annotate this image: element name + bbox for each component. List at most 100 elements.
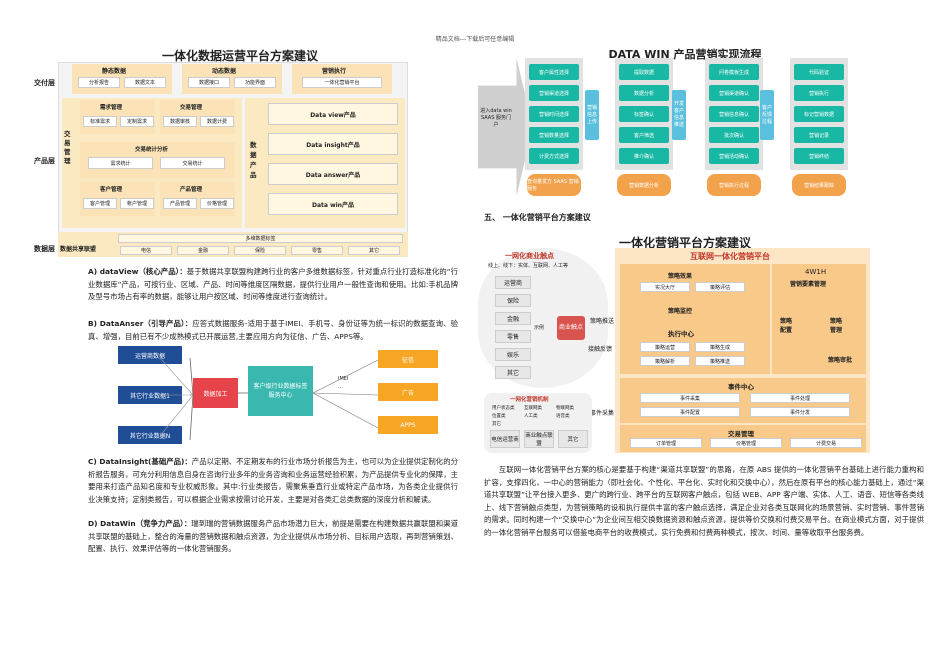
win-step: 营销执行 bbox=[794, 85, 844, 101]
touch-item: 其它 bbox=[495, 366, 531, 379]
desc-d-text: 瑞到瑞的营销数据服务产品市场潜力巨大，前提是需要在构建数据共赢联盟和渠道共享联盟… bbox=[88, 519, 458, 554]
bottom-item: 互联网类 bbox=[524, 406, 542, 411]
w4h-sub: 营销要素管理 bbox=[790, 281, 827, 288]
mkt-title: 一体化营销平台方案建议 bbox=[618, 236, 751, 250]
delivery-item: 数据文本 bbox=[124, 77, 166, 88]
event-item: 事件采集 bbox=[640, 393, 740, 403]
touch-example: 示例 bbox=[534, 325, 545, 331]
win-step: 提取数据 bbox=[619, 64, 669, 80]
flow-source: 其它行业数据N bbox=[118, 426, 182, 444]
tx-label: 交易管理 bbox=[728, 430, 754, 438]
win-step: 营销终结 bbox=[794, 148, 844, 164]
win-step: 标记营销数据 bbox=[794, 106, 844, 122]
bottom-item: 语音类 bbox=[556, 414, 570, 419]
bottom-box: 商业触点联盟 bbox=[524, 430, 554, 448]
section-5-title: 五、 一体化营销平台方案建议 bbox=[484, 213, 591, 222]
desc-b: B) DataAnser（引导产品）：应答式数据服务-适用于基于IMEI、手机号… bbox=[88, 318, 458, 343]
tx-item: 价格管理 bbox=[710, 438, 782, 448]
desc-b-text: 应答式数据服务-适用于基于IMEI、手机号、身份证等为统一标识的数据查询、验真、… bbox=[88, 319, 458, 341]
desc-c-title: C) DataInsight(基础产品)： bbox=[88, 457, 192, 466]
flow-process: 数据加工 bbox=[193, 378, 238, 408]
flow-source: 运营商数据 bbox=[118, 346, 182, 364]
exec-item: 策略解析 bbox=[640, 356, 690, 366]
strategy-effect: 策略效果 bbox=[668, 273, 693, 280]
tx-item: 计费交易 bbox=[790, 438, 862, 448]
flow-output: 广告 bbox=[378, 383, 438, 401]
strategy-mgmt: 策略管理 bbox=[830, 318, 843, 334]
left-title: 一体化数据运营平台方案建议 bbox=[161, 49, 318, 63]
flow-output: 征信 bbox=[378, 350, 438, 368]
touch-item: 金融 bbox=[495, 312, 531, 325]
strategy-monitor: 策略监控 bbox=[668, 308, 693, 315]
strategy-item: 策略评估 bbox=[695, 282, 745, 292]
stats-item: 交易统计 bbox=[160, 157, 225, 169]
right-paragraph: 互联网一体化营销平台方案的核心是要基于构建“渠道共享联盟”的思路，在原 ABS … bbox=[484, 465, 924, 537]
strategy-audit: 策略审批 bbox=[828, 357, 853, 364]
win-step: 计费方式选择 bbox=[529, 148, 579, 164]
data-product: Data insight产品 bbox=[268, 133, 398, 155]
bottom-item: 其它 bbox=[492, 422, 501, 427]
product-item: 产品管理 bbox=[163, 198, 197, 209]
win-col-footer: 营销执行过程 bbox=[707, 174, 761, 196]
product-item: 客户管理 bbox=[83, 198, 117, 209]
event-center: 事件中心 bbox=[728, 383, 754, 391]
w4h-label: 4W1H bbox=[805, 268, 827, 276]
bottom-item: 物联网类 bbox=[556, 406, 574, 411]
event-item: 事件分发 bbox=[750, 407, 850, 417]
flow-output: APPS bbox=[378, 416, 438, 434]
product-module-title: 客户管理 bbox=[100, 187, 123, 193]
win-step: 营销时间选择 bbox=[529, 106, 579, 122]
product-module-title: 交易管理 bbox=[180, 105, 203, 111]
trade-mgmt-label: 交易管理 bbox=[64, 130, 71, 165]
product-item: 定制需求 bbox=[120, 116, 154, 127]
data-layer-item: 零售 bbox=[291, 246, 343, 255]
strategy-config: 策略配置 bbox=[780, 318, 793, 334]
event-collect: 事件采集 bbox=[590, 410, 615, 417]
touch-item: 娱乐 bbox=[495, 348, 531, 361]
contact-feedback: 接触反馈 bbox=[588, 346, 613, 353]
desc-d: D) DataWin（竞争力产品）：瑞到瑞的营销数据服务产品市场潜力巨大，前提是… bbox=[88, 518, 458, 556]
desc-a: A) dataView（核心产品）：基于数据共享联盟构建跨行业的客户多维数据标签… bbox=[88, 266, 458, 304]
data-layer-item: 电信 bbox=[120, 246, 172, 255]
flow-source: 其它行业数据1 bbox=[118, 386, 182, 404]
win-step: 代码验证 bbox=[794, 64, 844, 80]
mkt-bottom-title: 一网化营销机制 bbox=[510, 397, 549, 403]
bottom-box: 其它 bbox=[558, 430, 588, 448]
bottom-item: 人工类 bbox=[524, 414, 538, 419]
win-step: 营销活动确认 bbox=[709, 148, 759, 164]
flow-arrows bbox=[159, 357, 379, 441]
product-item: 价格管理 bbox=[200, 198, 234, 209]
touch-item: 零售 bbox=[495, 330, 531, 343]
data-layer-item: 保险 bbox=[234, 246, 286, 255]
event-item: 事件处理 bbox=[750, 393, 850, 403]
data-product: Data win产品 bbox=[268, 193, 398, 215]
product-item: 数据计费 bbox=[200, 116, 234, 127]
desc-a-title: A) dataView（核心产品）： bbox=[88, 267, 187, 276]
exec-center: 执行中心 bbox=[668, 330, 694, 338]
desc-c: C) DataInsight(基础产品)：产品以定期、不定期发布的行业市场分析报… bbox=[88, 456, 458, 506]
tx-item: 订单管理 bbox=[630, 438, 702, 448]
product-module-title: 需求管理 bbox=[100, 105, 123, 111]
touch-item: 保险 bbox=[495, 294, 531, 307]
delivery-col-title: 静态数据 bbox=[102, 68, 127, 75]
product-item: 标准需求 bbox=[83, 116, 117, 127]
win-col-footer: 查询量发方 SAAS 营销服务 bbox=[527, 174, 581, 196]
delivery-item: 分析报告 bbox=[78, 77, 120, 88]
win-col-footer: 营销结果跟踪 bbox=[792, 174, 846, 196]
delivery-layer-label: 交付层 bbox=[34, 79, 55, 87]
win-step: 客户属性选择 bbox=[529, 64, 579, 80]
win-step: 营销信息确认 bbox=[709, 106, 759, 122]
data-layer-item: 金融 bbox=[177, 246, 229, 255]
data-share-alliance: 数据共享联盟 bbox=[60, 246, 97, 253]
mkt-right-title: 互联网一体化营销平台 bbox=[690, 252, 770, 261]
flow-service-center: 客户级行业数据标签服务中心 bbox=[248, 366, 313, 416]
desc-a-text: 基于数据共享联盟构建跨行业的客户多维数据标签，针对重点行业打造标准化的“行业数据… bbox=[88, 267, 458, 302]
touch-item: 运营商 bbox=[495, 276, 531, 289]
w4h-block bbox=[772, 264, 866, 374]
win-step: 批次确认 bbox=[709, 127, 759, 143]
product-layer-label: 产品层 bbox=[34, 157, 55, 165]
desc-d-title: D) DataWin（竞争力产品）： bbox=[88, 519, 192, 528]
exec-item: 策略运营 bbox=[640, 342, 690, 352]
delivery-col-title: 动态数据 bbox=[212, 68, 237, 75]
mkt-left-title: 一网化商业触点 bbox=[505, 252, 554, 260]
